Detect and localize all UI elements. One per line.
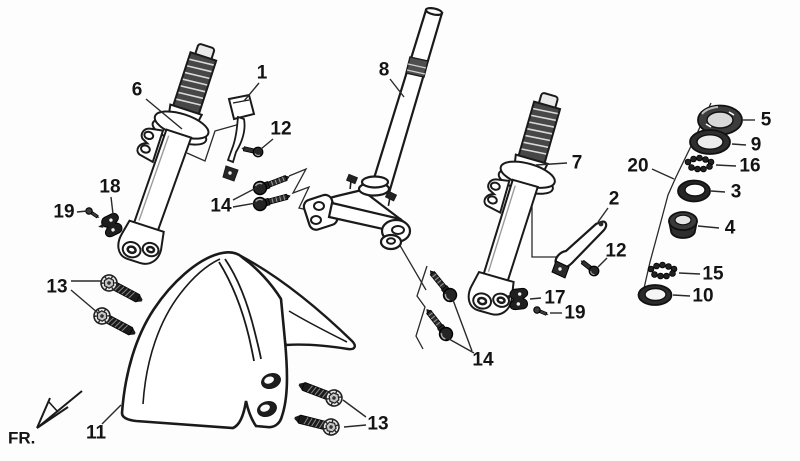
brake-hose-clamp-part1 — [222, 93, 256, 182]
pinch-bolt — [384, 190, 398, 207]
leader-20 — [651, 168, 675, 180]
callout-15[interactable]: 15 — [702, 264, 724, 285]
front-fender — [120, 251, 356, 430]
callout-19[interactable]: 19 — [564, 303, 585, 324]
leader-18 — [110, 196, 114, 215]
leader-3 — [710, 190, 726, 193]
steering-bearing-stack — [637, 104, 743, 306]
leader-15 — [678, 272, 701, 275]
leader-19a — [76, 210, 88, 213]
callout-1[interactable]: 1 — [257, 63, 268, 84]
bearing-race-part3 — [677, 179, 711, 203]
fender-bolt-part13 — [295, 376, 346, 410]
fork6-mount-trace — [186, 123, 241, 162]
fender-bolt-part13 — [291, 409, 342, 438]
lower-bolt-zigzag — [415, 265, 428, 350]
callout-11[interactable]: 11 — [86, 423, 107, 444]
leader-7 — [535, 162, 568, 166]
front-arrow-icon — [36, 390, 83, 429]
steering-stem — [302, 7, 444, 251]
leader-13b — [343, 424, 367, 428]
stem-thread-band — [405, 56, 429, 78]
callout-13[interactable]: 13 — [367, 414, 388, 435]
leader-8 — [389, 78, 405, 98]
fender-inner-contour — [142, 258, 221, 405]
bottom-bridge — [302, 173, 412, 251]
leader-14b — [452, 299, 473, 352]
callout-17[interactable]: 17 — [544, 288, 565, 309]
callout-18[interactable]: 18 — [99, 177, 120, 198]
callout-12[interactable]: 12 — [270, 119, 291, 140]
callout-6[interactable]: 6 — [132, 80, 143, 101]
fender-body — [120, 251, 289, 430]
callout-2[interactable]: 2 — [609, 189, 620, 210]
leader-17 — [529, 297, 542, 300]
callout-3[interactable]: 3 — [731, 182, 742, 203]
callout-19[interactable]: 19 — [53, 202, 74, 223]
callout-9[interactable]: 9 — [751, 135, 762, 156]
callout-20[interactable]: 20 — [627, 156, 648, 177]
leader-9 — [731, 143, 747, 146]
left-front-cushion — [102, 34, 236, 272]
leader-13a — [70, 289, 99, 314]
leader-16 — [715, 164, 737, 167]
leader-12a — [260, 138, 274, 150]
fender-bolt-hole — [261, 372, 281, 390]
callout-12[interactable]: 12 — [605, 241, 626, 262]
stem-tube-top-opening — [424, 7, 444, 16]
upper-bolt-zigzag — [288, 167, 317, 213]
front-label: FR. — [8, 429, 35, 448]
fender-bolt-part13 — [97, 271, 147, 309]
callout-10[interactable]: 10 — [692, 286, 713, 307]
leader-14b — [448, 338, 475, 354]
fender-bolt-part13 — [90, 304, 140, 342]
leader-11 — [101, 404, 122, 425]
front-direction-marker: FR. — [8, 390, 83, 448]
leader-6 — [145, 98, 183, 130]
callout-labels: 1 2 3 4 5 6 7 8 9 10 11 12 12 13 13 14 1… — [46, 60, 771, 444]
lower-bridge-bolt-part14 — [421, 304, 456, 344]
fender-bolt-hole — [257, 400, 277, 418]
callout-4[interactable]: 4 — [725, 218, 736, 239]
leader-12b — [597, 257, 608, 268]
ball-retainer-part15 — [647, 261, 678, 280]
callout-8[interactable]: 8 — [379, 60, 390, 81]
callout-7[interactable]: 7 — [572, 153, 583, 174]
ball-retainer-part16 — [684, 154, 715, 173]
right-front-cushion — [453, 84, 579, 323]
clamp-screw-part19 — [84, 206, 102, 222]
callout-13[interactable]: 13 — [46, 277, 67, 298]
callout-16[interactable]: 16 — [739, 156, 760, 177]
leader-13b — [342, 399, 367, 418]
pinch-bolt — [345, 173, 359, 190]
leader-14a — [232, 187, 257, 201]
leader-lines — [70, 78, 755, 428]
lower-bridge-bolt-part14 — [424, 266, 460, 305]
leader-14a — [232, 202, 257, 208]
hardware — [84, 93, 608, 438]
upper-bridge-bolt-part14 — [250, 170, 292, 198]
leader-1 — [243, 82, 260, 102]
leader-10 — [672, 294, 691, 297]
fender-ridge-line — [224, 258, 262, 360]
bearing-cone-part4 — [668, 211, 698, 239]
fender-flap-crease — [288, 310, 348, 343]
stem-tube — [369, 8, 444, 195]
dust-seal-part9 — [689, 129, 731, 155]
callout-14[interactable]: 14 — [472, 350, 494, 371]
clamp-bolt-part12 — [577, 256, 602, 279]
leader-2 — [597, 207, 609, 223]
callout-14[interactable]: 14 — [210, 196, 232, 217]
cable-clamp-part18 — [95, 211, 124, 240]
clamp-bolt-part12 — [239, 142, 265, 159]
cable-stay-part2 — [551, 220, 608, 279]
leader-4 — [697, 225, 720, 229]
bearing-race-part10 — [637, 284, 673, 306]
fender-ridge-line — [218, 261, 255, 362]
stem-base-collar — [360, 175, 390, 189]
callout-5[interactable]: 5 — [761, 110, 772, 131]
